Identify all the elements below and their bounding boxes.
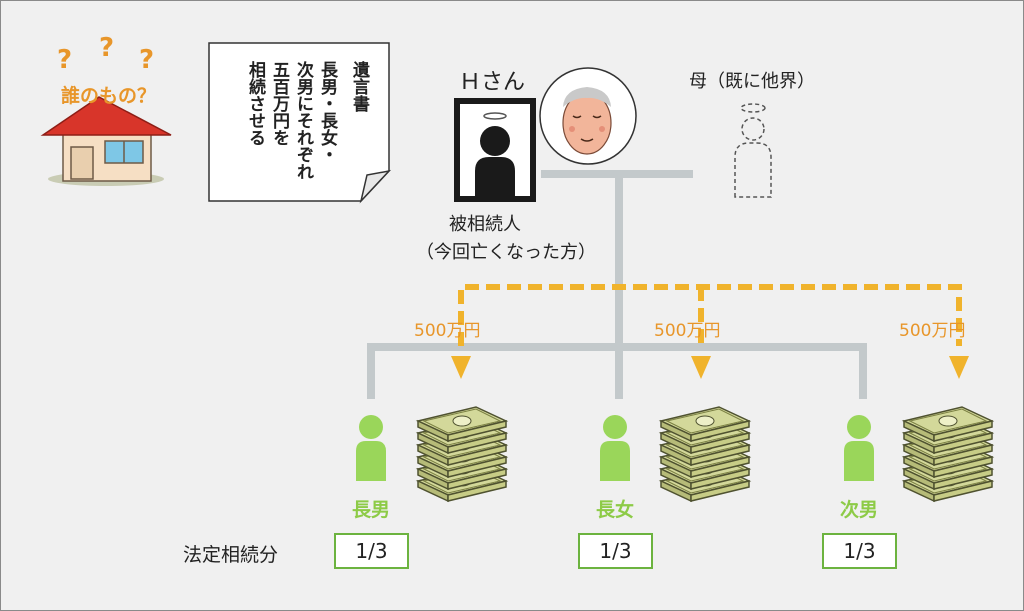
mother-label: 母（既に他界） — [689, 71, 815, 92]
house-owner-question: 誰のもの？ — [61, 85, 157, 107]
inheritance-amount: 500万円 — [414, 321, 481, 341]
family-tree-lines — [367, 170, 867, 399]
question-mark: ? — [139, 45, 155, 75]
heir-name: 次男 — [840, 499, 879, 521]
inheritance-amount: 500万円 — [899, 321, 966, 341]
legal-share-value: 1/3 — [599, 539, 632, 563]
deceased-note: （今回亡くなった方） — [416, 242, 596, 263]
legal-share-box: 1/3 — [822, 533, 897, 569]
arrow-down-icon — [451, 356, 471, 379]
legal-share-value: 1/3 — [843, 539, 876, 563]
heir-person-icon — [356, 415, 386, 481]
heir-person-icon — [844, 415, 874, 481]
mother-ghost-icon — [734, 103, 772, 198]
legal-share-label: 法定相続分 — [183, 544, 279, 566]
question-mark: ? — [99, 33, 115, 63]
will-line: 次男にそれぞれ — [293, 61, 313, 180]
arrow-down-icon — [691, 356, 711, 379]
will-title: 遺言書 — [349, 61, 369, 112]
money-flow-lines — [451, 284, 969, 379]
inheritance-amount: 500万円 — [654, 321, 721, 341]
heir-name: 長女 — [596, 499, 635, 521]
legal-share-value: 1/3 — [355, 539, 388, 563]
deceased-silhouette-icon — [454, 98, 536, 202]
heir-name: 長男 — [352, 499, 391, 521]
will-line: 長男・長女・ — [317, 61, 337, 163]
will-line: 五百万円を — [269, 61, 289, 146]
arrow-down-icon — [949, 356, 969, 379]
banknote-stack-icon — [418, 407, 506, 501]
elder-face-icon — [539, 67, 637, 165]
banknote-stack-icon — [661, 407, 749, 501]
will-line: 相続させる — [245, 61, 265, 146]
legal-share-box: 1/3 — [578, 533, 653, 569]
house-icon — [40, 96, 172, 186]
deceased-name: Ｈさん — [459, 70, 526, 95]
heir-person-icon — [600, 415, 630, 481]
question-mark: ? — [57, 45, 73, 75]
legal-share-box: 1/3 — [334, 533, 409, 569]
banknote-stack-icon — [904, 407, 992, 501]
will-document-icon — [208, 42, 392, 204]
deceased-role: 被相続人 — [449, 214, 521, 235]
